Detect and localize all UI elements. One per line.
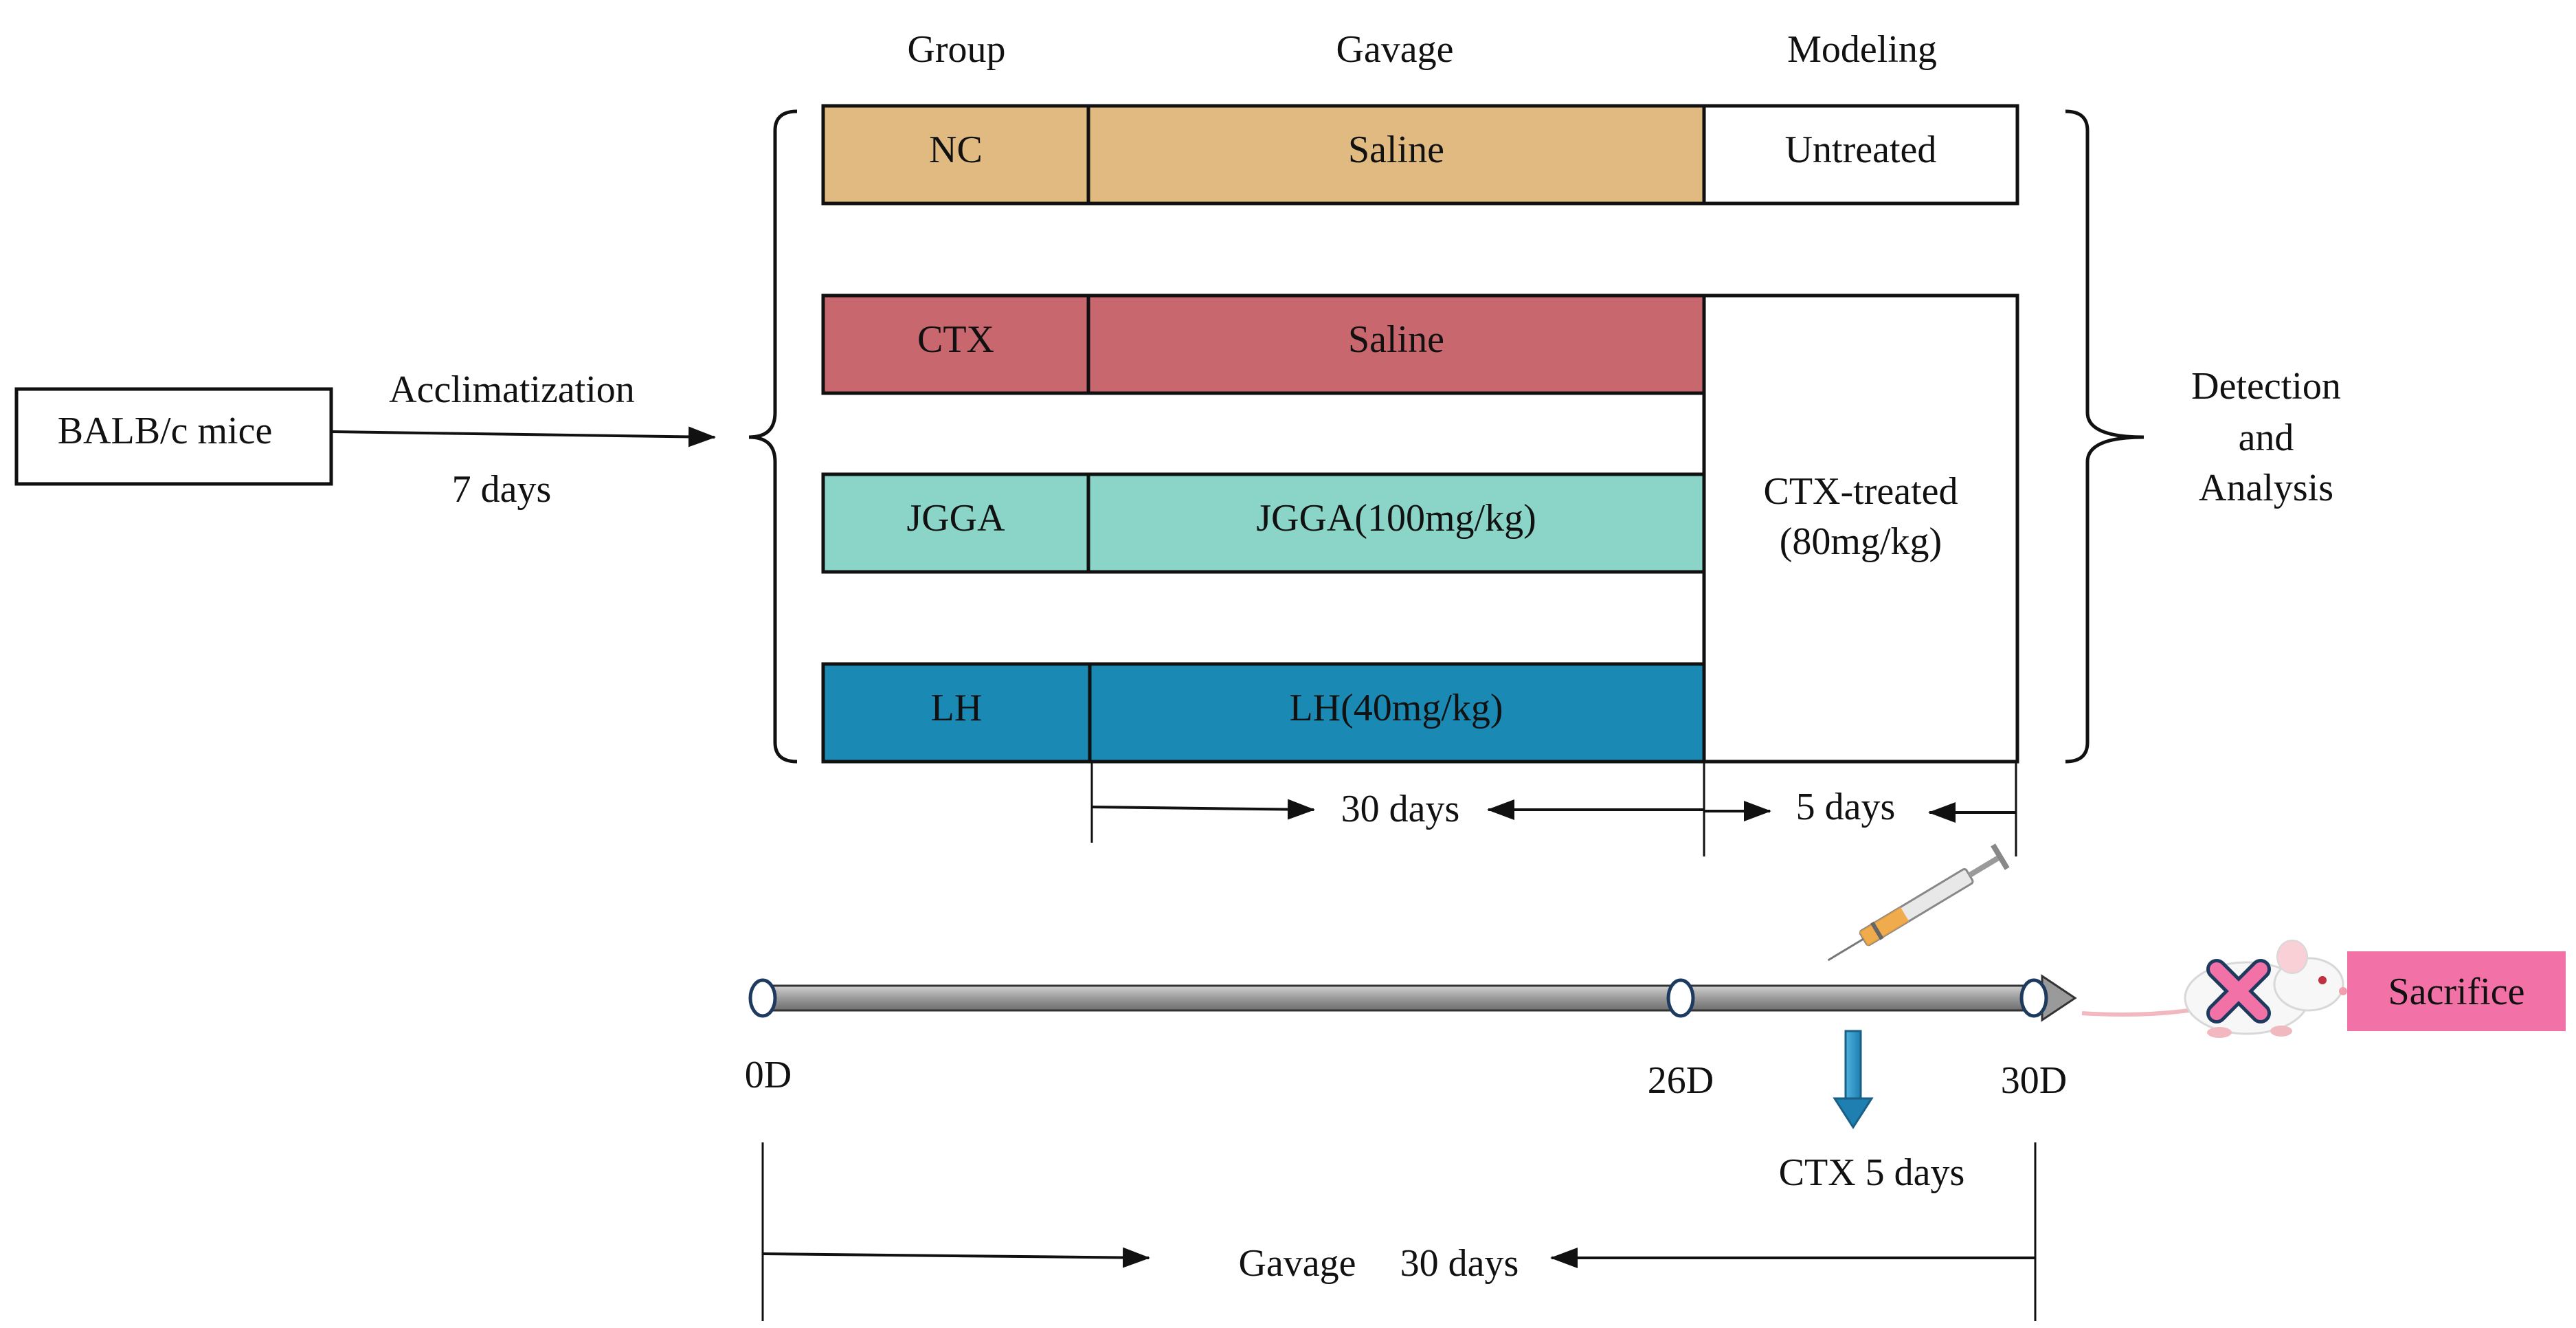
modeling-untreated-cell [1702, 104, 2019, 206]
sacrifice-cross-icon [2206, 959, 2271, 1023]
group-label-lh: LH [931, 687, 983, 729]
outcome-label-line3: Analysis [2199, 467, 2333, 509]
modeling-untreated-label: Untreated [1785, 129, 1937, 171]
modeling-treated-cell [1702, 294, 2019, 764]
modeling-treated-label-line1: CTX-treated [1764, 470, 1958, 513]
group-cell-ctx [821, 294, 1090, 395]
modeling-duration-label: 5 days [1796, 786, 1896, 828]
group-row-jgga: JGGA JGGA(100mg/kg) [821, 472, 1706, 574]
group-cell-nc [821, 104, 1090, 206]
gavage-span-arrow-left [762, 1247, 1150, 1268]
header-modeling: Modeling [1787, 28, 1937, 71]
timeline-bar [761, 984, 2049, 1012]
gavage-span-label-b: 30 days [1400, 1242, 1519, 1285]
outcome-label-line1: Detection [2191, 365, 2341, 408]
gavage-label-lh: LH(40mg/kg) [1289, 687, 1503, 729]
gavage-label-ctx: Saline [1348, 318, 1444, 361]
header-gavage: Gavage [1336, 28, 1453, 71]
gavage-duration-label: 30 days [1341, 788, 1460, 830]
group-label-nc: NC [929, 129, 983, 171]
timeline-label-26d: 26D [1648, 1059, 1714, 1102]
timeline-node-0d [748, 978, 777, 1018]
sacrifice-label: Sacrifice [2388, 971, 2525, 1013]
left-brace [748, 109, 798, 764]
gavage-cell-nc [1086, 104, 1706, 206]
gavage-cell-ctx [1086, 294, 1706, 395]
timeline-node-26d [1666, 978, 1695, 1018]
group-cell-lh [821, 662, 1092, 764]
group-row-nc: NC Saline [821, 104, 1706, 206]
acclimatization-days: 7 days [452, 468, 552, 511]
gavage-cell-jgga [1086, 472, 1706, 574]
group-cell-jgga [821, 472, 1090, 574]
timeline-label-0d: 0D [745, 1054, 792, 1096]
acclimatization-arrow [331, 426, 716, 447]
ctx-injection-label: CTX 5 days [1779, 1151, 1965, 1194]
timeline-label-30d: 30D [2001, 1059, 2067, 1102]
acclimatization-label: Acclimatization [389, 368, 635, 411]
syringe-icon [1827, 843, 2010, 962]
timeline-node-30d [2019, 978, 2048, 1018]
sacrifice-box [2347, 951, 2566, 1031]
outcome-label-line2: and [2239, 417, 2294, 459]
group-row-lh: LH LH(40mg/kg) [821, 662, 1706, 764]
group-label-ctx: CTX [917, 318, 994, 361]
gavage-cell-lh [1088, 662, 1706, 764]
start-box-label: BALB/c mice [58, 410, 273, 452]
group-label-jgga: JGGA [906, 497, 1005, 540]
mouse-icon [2081, 940, 2347, 1038]
group-row-ctx: CTX Saline [821, 294, 1706, 395]
ctx-injection-arrow [1833, 1030, 1874, 1129]
header-group: Group [907, 28, 1005, 71]
modeling-treated-label-line2: (80mg/kg) [1780, 520, 1942, 563]
gavage-duration-arrow-left [1091, 799, 1315, 820]
right-brace [2065, 109, 2144, 764]
gavage-span-label-a: Gavage [1238, 1242, 1356, 1285]
gavage-label-nc: Saline [1348, 129, 1444, 171]
gavage-label-jgga: JGGA(100mg/kg) [1256, 497, 1536, 540]
start-box [14, 387, 333, 486]
